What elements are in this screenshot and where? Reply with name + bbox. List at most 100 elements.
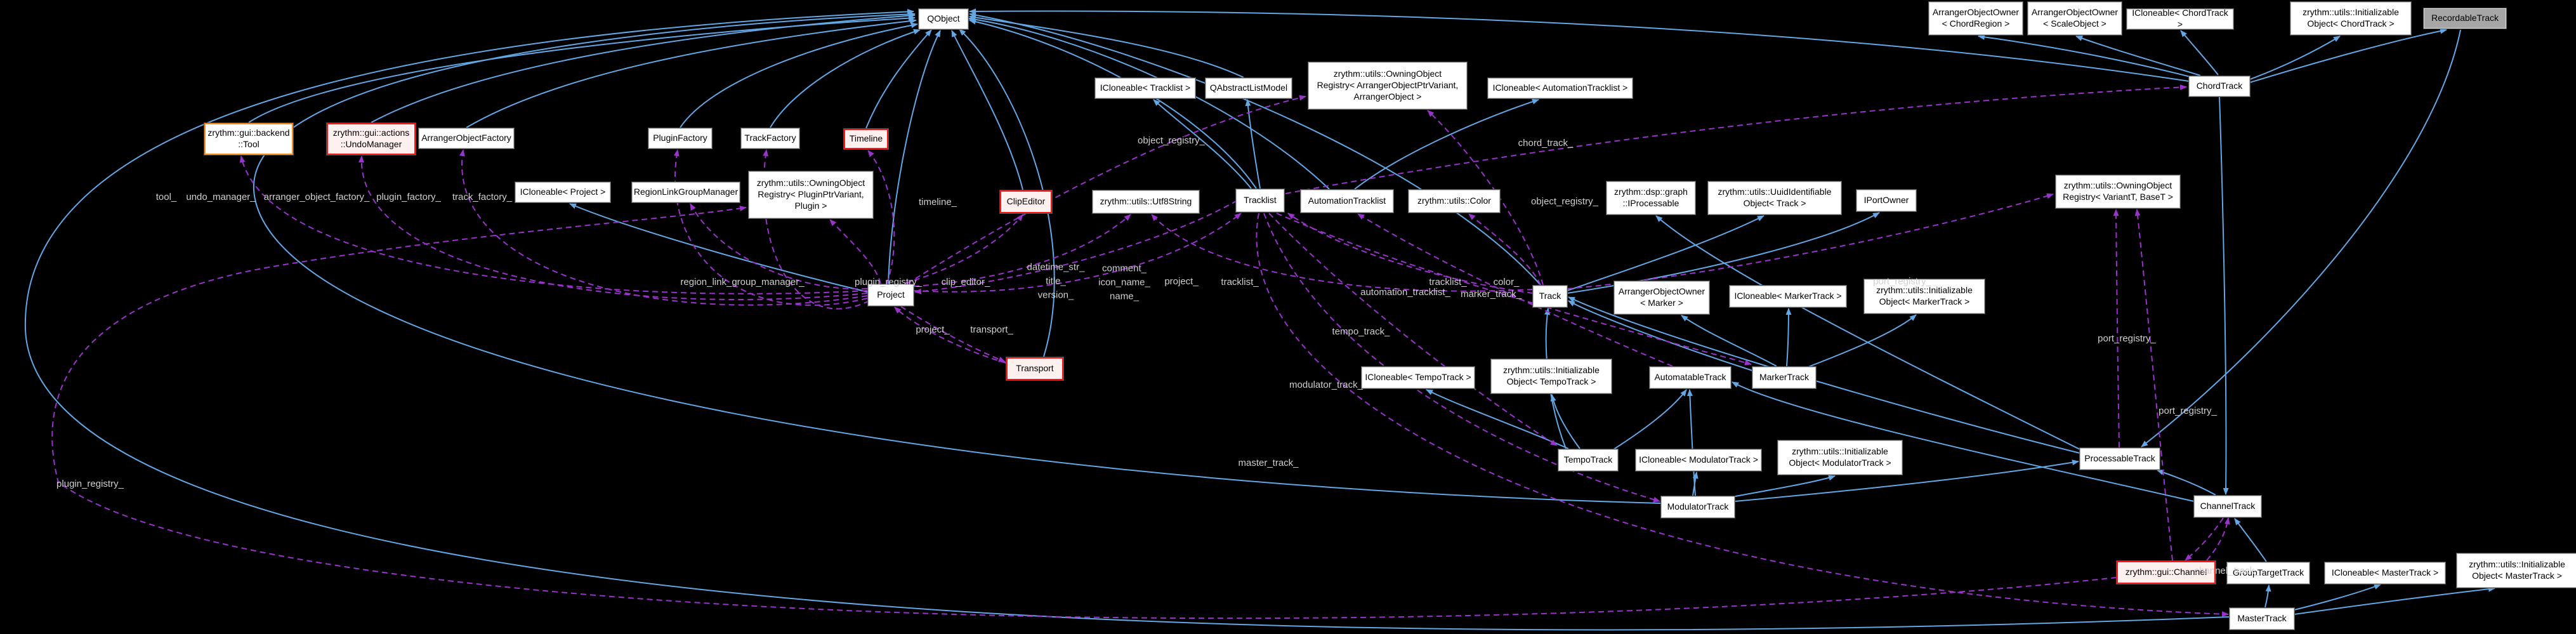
node-oor-plugin[interactable]: zrythm::utils::OwningObject Registry< Pl… xyxy=(749,171,873,218)
node-automationtracklist[interactable]: AutomationTracklist xyxy=(1301,190,1393,213)
edge-pluginfactory-to-qobject xyxy=(680,22,918,128)
node-color[interactable]: zrythm::utils::Color xyxy=(1409,190,1500,213)
edge-tracklist-to-markertrack xyxy=(1276,213,1752,366)
edge-modulatortrack-to-init-modulatortrack xyxy=(1732,475,1836,498)
node-undomanager[interactable]: zrythm::gui::actions ::UndoManager xyxy=(327,123,416,155)
edge-project-to-utf8string xyxy=(904,214,1131,287)
node-aoo-marker[interactable]: ArrangerObjectOwner < Marker > xyxy=(1614,281,1709,314)
edge-project-to-transport xyxy=(900,306,1006,362)
node-init-markertrack[interactable]: zrythm::utils::Initializable Object< Mar… xyxy=(1864,279,1985,314)
node-channel[interactable]: zrythm::gui::Channel xyxy=(2117,561,2216,584)
node-grouptargettrack[interactable]: GroupTargetTrack xyxy=(2227,562,2310,584)
edge-chordtrack-to-init-chordtrack xyxy=(2249,36,2341,80)
node-regionlinkgroupmanager[interactable]: RegionLinkGroupManager xyxy=(632,182,740,202)
edge-transport-to-project xyxy=(894,307,1007,364)
node-trackfactory[interactable]: TrackFactory xyxy=(741,128,799,149)
edge-chordtrack-to-channeltrack xyxy=(2219,96,2229,495)
edge-automationtracklist-to-icl-automationtracklist xyxy=(1354,98,1539,190)
node-icl-chordtrack[interactable]: ICloneable< ChordTrack > xyxy=(2127,8,2233,29)
edge-track-to-qobject xyxy=(969,12,1541,286)
edge-project-to-timeline xyxy=(867,150,895,284)
node-oor-arrangerobject[interactable]: zrythm::utils::OwningObject Registry< Ar… xyxy=(1308,62,1467,109)
node-init-tempotrack[interactable]: zrythm::utils::Initializable Object< Tem… xyxy=(1491,359,1612,393)
node-qobject[interactable]: QObject xyxy=(919,9,968,29)
node-pluginfactory[interactable]: PluginFactory xyxy=(648,128,712,149)
edge-project-to-regionlinkgroupmanager xyxy=(690,203,868,290)
edge-project-to-tracklist xyxy=(913,213,1242,293)
node-icl-tempotrack[interactable]: ICloneable< TempoTrack > xyxy=(1362,367,1475,388)
node-clipeditor[interactable]: ClipEditor xyxy=(1000,190,1052,213)
node-processabletrack[interactable]: ProcessableTrack xyxy=(2080,448,2160,470)
node-chordtrack[interactable]: ChordTrack xyxy=(2189,76,2250,96)
node-iportowner[interactable]: IPortOwner xyxy=(1856,190,1916,211)
node-icl-automationtracklist[interactable]: ICloneable< AutomationTracklist > xyxy=(1488,78,1633,98)
node-icl-modulatortrack[interactable]: ICloneable< ModulatorTrack > xyxy=(1636,449,1761,471)
node-tracklist[interactable]: Tracklist xyxy=(1236,189,1284,212)
edge-track-to-utf8string xyxy=(1151,214,1534,292)
edge-channel-to-channeltrack xyxy=(2206,517,2230,561)
edge-project-to-qobject xyxy=(888,30,941,284)
node-modulatortrack[interactable]: ModulatorTrack xyxy=(1661,496,1735,518)
node-icl-markertrack[interactable]: ICloneable< MarkerTrack > xyxy=(1730,286,1846,307)
node-aoo-scaleobject[interactable]: ArrangerObjectOwner < ScaleObject > xyxy=(2028,2,2122,35)
node-project[interactable]: Project xyxy=(868,284,914,306)
edge-modulatortrack-to-processabletrack xyxy=(1734,459,2079,502)
edge-tracklist-to-modulatortrack xyxy=(1263,213,1660,503)
edge-grouptargettrack-to-channeltrack xyxy=(2234,518,2267,562)
edge-chordtrack-to-recordabletrack xyxy=(2249,28,2447,83)
edge-project-to-trackfactory xyxy=(763,149,870,310)
edge-mastertrack-to-grouptargettrack xyxy=(2264,584,2271,608)
edge-tempotrack-to-init-tempotrack xyxy=(1550,394,1580,449)
node-init-modulatortrack[interactable]: zrythm::utils::Initializable Object< Mod… xyxy=(1778,440,1902,475)
node-tool[interactable]: zrythm::gui::backend ::Tool xyxy=(204,123,293,155)
node-icl-project[interactable]: ICloneable< Project > xyxy=(515,182,610,202)
edge-chordtrack-to-qobject xyxy=(969,8,2190,82)
node-init-mastertrack[interactable]: zrythm::utils::Initializable Object< Mas… xyxy=(2457,553,2576,588)
node-icl-tracklist[interactable]: ICloneable< Tracklist > xyxy=(1095,78,1195,98)
edge-project-to-pluginfactory xyxy=(673,149,868,306)
node-tempotrack[interactable]: TempoTrack xyxy=(1558,449,1618,471)
edge-clipeditor-to-qobject xyxy=(951,30,1023,190)
edge-processabletrack-to-iprocessable xyxy=(1655,215,2080,450)
node-track[interactable]: Track xyxy=(1533,286,1567,307)
edge-tracklist-to-chordtrack xyxy=(1285,84,2187,194)
edge-tempotrack-to-icl-tempotrack xyxy=(1426,389,1569,449)
node-mastertrack[interactable]: MasterTrack xyxy=(2230,608,2294,630)
edge-track-to-uuidobj-track xyxy=(1567,215,1764,291)
edge-trackfactory-to-qobject xyxy=(770,29,921,128)
node-channeltrack[interactable]: ChannelTrack xyxy=(2194,496,2261,517)
node-transport[interactable]: Transport xyxy=(1006,357,1063,380)
edge-markertrack-to-init-markertrack xyxy=(1804,314,1917,369)
edge-project-to-oor-arrangerobject xyxy=(907,95,1306,284)
edge-tracklist-to-icl-tracklist xyxy=(1153,99,1252,189)
node-automatabletrack[interactable]: AutomatableTrack xyxy=(1650,367,1731,388)
node-init-chordtrack[interactable]: zrythm::utils::Initializable Object< Cho… xyxy=(2290,2,2411,35)
edge-channeltrack-to-processabletrack xyxy=(2157,470,2216,496)
node-uuidobj-track[interactable]: zrythm::utils::UuidIdentifiable Object< … xyxy=(1708,182,1841,215)
node-markertrack[interactable]: MarkerTrack xyxy=(1752,367,1816,388)
edge-processabletrack-to-oor-variant xyxy=(2113,209,2120,448)
edge-automationtracklist-to-qobject xyxy=(968,17,1330,190)
node-recordabletrack[interactable]: RecordableTrack xyxy=(2424,8,2506,29)
node-qabstractlistmodel[interactable]: QAbstractListModel xyxy=(1206,78,1292,98)
node-timeline[interactable]: Timeline xyxy=(844,129,888,149)
edge-chordtrack-to-aoo-chordregion xyxy=(1978,34,2191,77)
node-utf8string[interactable]: zrythm::utils::Utf8String xyxy=(1093,190,1199,213)
edge-project-to-tool xyxy=(239,155,868,294)
edge-qabstractlistmodel-to-qobject xyxy=(969,15,1244,78)
edge-undomanager-to-qobject xyxy=(371,13,916,123)
node-oor-variant[interactable]: zrythm::utils::OwningObject Registry< Va… xyxy=(2056,175,2180,208)
node-icl-mastertrack[interactable]: ICloneable< MasterTrack > xyxy=(2325,562,2445,584)
edge-channeltrack-to-automatabletrack xyxy=(1732,381,2195,502)
edge-markertrack-to-aoo-marker xyxy=(1681,315,1777,367)
node-arrangerobjectfactory[interactable]: ArrangerObjectFactory xyxy=(419,128,514,149)
node-iprocessable[interactable]: zrythm::dsp::graph ::IProcessable xyxy=(1607,182,1695,215)
edge-modulatortrack-to-automatabletrack xyxy=(1686,389,1696,496)
edge-tracklist-to-mastertrack xyxy=(1256,213,2229,617)
edge-project-to-icl-project xyxy=(569,203,868,293)
edge-chordtrack-to-icl-chordtrack xyxy=(2180,30,2219,76)
node-aoo-chordregion[interactable]: ArrangerObjectOwner < ChordRegion > xyxy=(1929,2,2023,35)
edge-mastertrack-to-init-mastertrack xyxy=(2294,586,2495,615)
